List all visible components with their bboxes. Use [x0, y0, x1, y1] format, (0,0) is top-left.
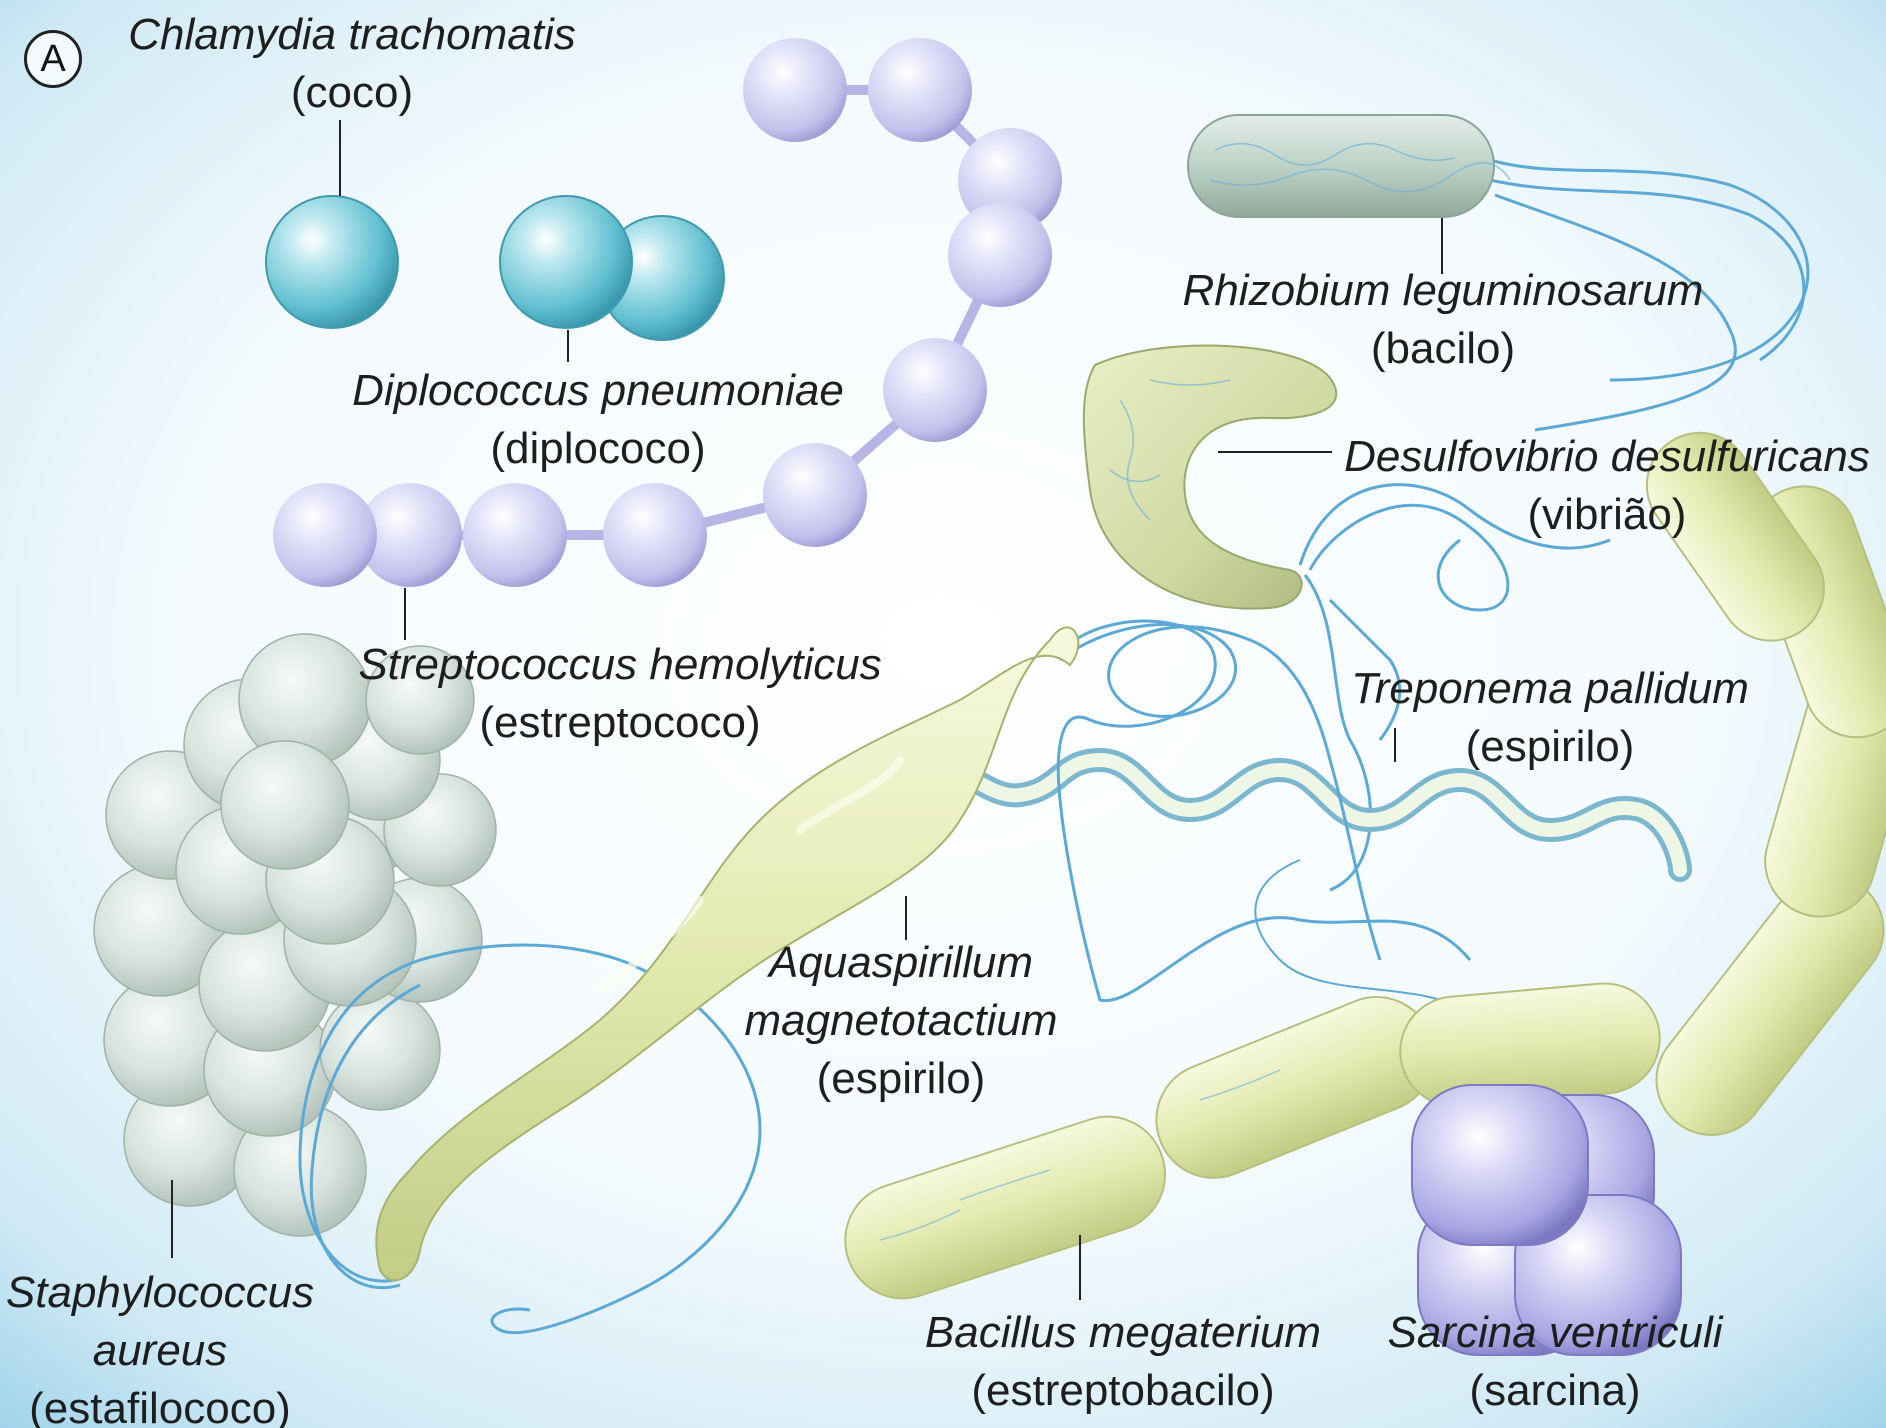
label-streptococcus: Streptococcus hemolyticus (estreptococo) [330, 636, 910, 752]
label-bacillus: Bacillus megaterium (estreptobacilo) [900, 1304, 1346, 1420]
label-treponema: Treponema pallidum (espirilo) [1330, 660, 1770, 776]
species-name-line1: Staphylococcus [0, 1264, 320, 1322]
species-name-line2: aureus [0, 1322, 320, 1380]
label-staphylococcus: Staphylococcus aureus (estafilococo) [0, 1264, 320, 1428]
species-name: Bacillus megaterium [900, 1304, 1346, 1362]
label-rhizobium: Rhizobium leguminosarum (bacilo) [1170, 262, 1716, 378]
morphology-type: (espirilo) [1330, 718, 1770, 776]
chlamydia-illustration [266, 196, 398, 328]
species-name-line1: Aquaspirillum [728, 934, 1074, 992]
species-name-line2: magnetotactium [728, 992, 1074, 1050]
species-name: Chlamydia trachomatis [120, 6, 584, 64]
morphology-type: (coco) [120, 64, 584, 122]
label-desulfovibrio: Desulfovibrio desulfuricans (vibrião) [1334, 428, 1880, 544]
morphology-type: (estreptobacilo) [900, 1362, 1346, 1420]
morphology-type: (sarcina) [1374, 1362, 1736, 1420]
label-aquaspirillum: Aquaspirillum magnetotactium (espirilo) [728, 934, 1074, 1108]
species-name: Treponema pallidum [1330, 660, 1770, 718]
species-name: Rhizobium leguminosarum [1170, 262, 1716, 320]
panel-label: A [24, 30, 82, 88]
species-name: Diplococcus pneumoniae [338, 362, 858, 420]
species-name: Desulfovibrio desulfuricans [1334, 428, 1880, 486]
morphology-type: (bacilo) [1170, 320, 1716, 378]
morphology-type: (vibrião) [1334, 486, 1880, 544]
label-sarcina: Sarcina ventriculi (sarcina) [1374, 1304, 1736, 1420]
morphology-type: (diplococo) [338, 420, 858, 478]
species-name: Streptococcus hemolyticus [330, 636, 910, 694]
morphology-type: (espirilo) [728, 1050, 1074, 1108]
morphology-type: (estafilococo) [0, 1380, 320, 1428]
label-chlamydia: Chlamydia trachomatis (coco) [120, 6, 584, 122]
species-name: Sarcina ventriculi [1374, 1304, 1736, 1362]
morphology-type: (estreptococo) [330, 694, 910, 752]
label-diplococcus: Diplococcus pneumoniae (diplococo) [338, 362, 858, 478]
